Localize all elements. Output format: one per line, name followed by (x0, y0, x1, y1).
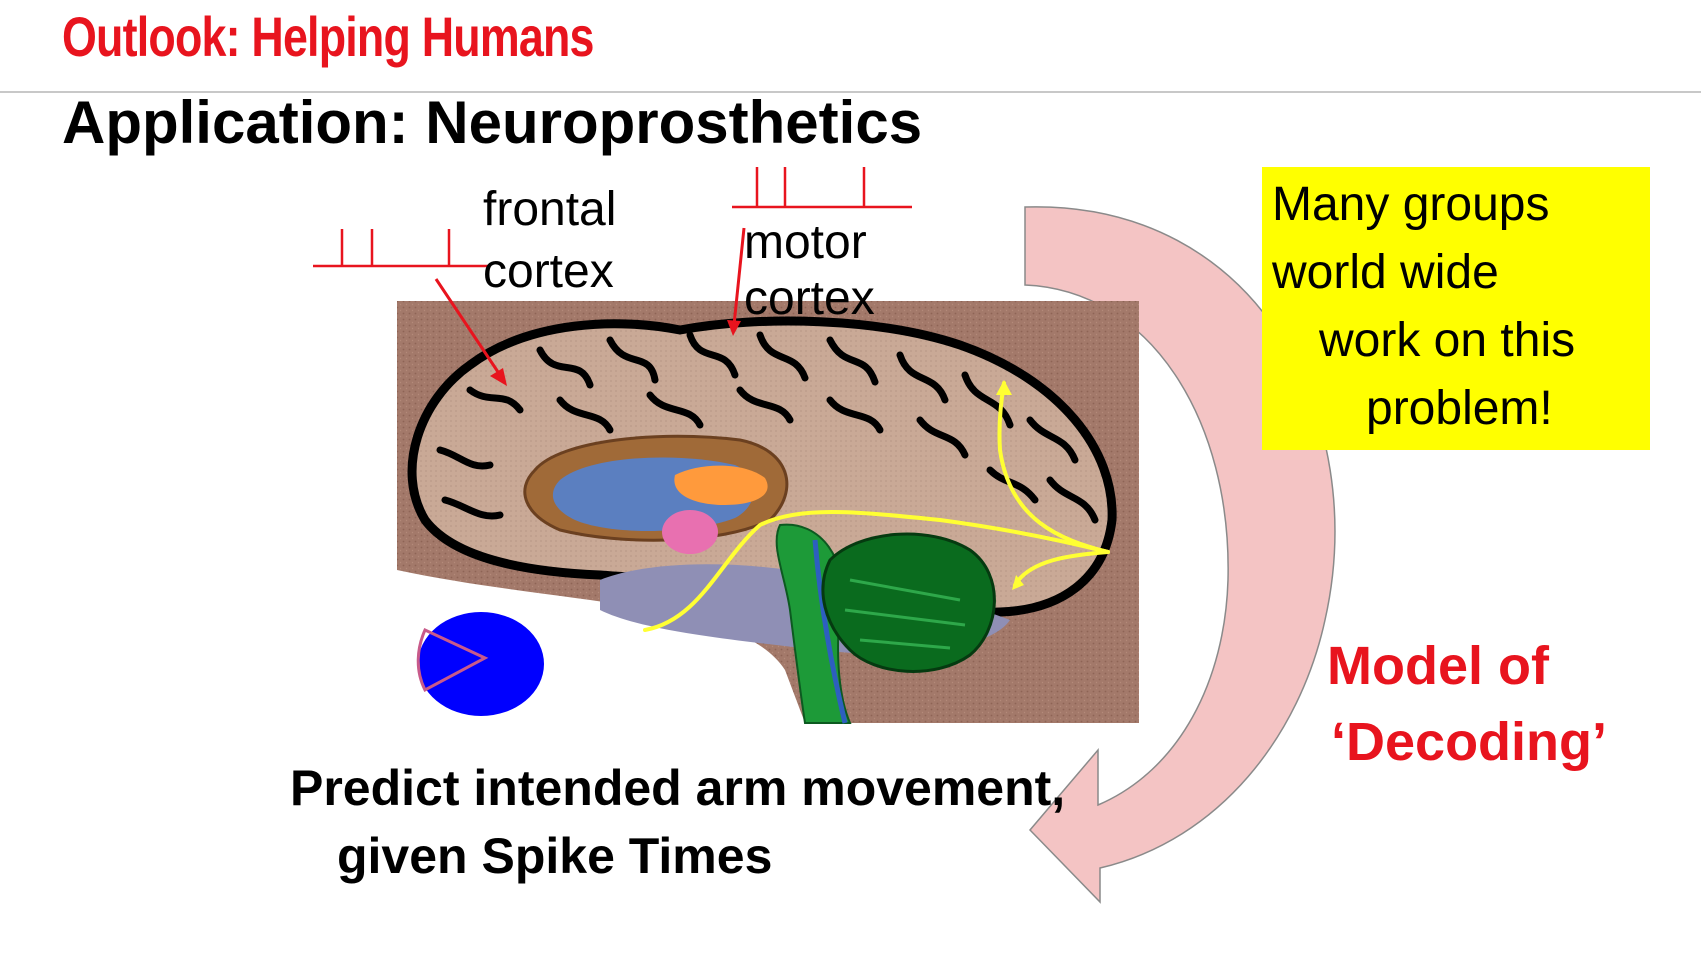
slide-title: Application: Neuroprosthetics (62, 89, 923, 156)
frontal-label-line1: frontal (483, 183, 617, 236)
prediction-line2: given Spike Times (337, 828, 773, 884)
header-divider (0, 91, 1701, 93)
model-line1: Model of (1327, 636, 1549, 696)
blue-ball-icon (416, 612, 544, 716)
model-line2: ‘Decoding’ (1331, 712, 1608, 772)
callout-line-3: work on this (1319, 314, 1576, 367)
callout-line-2: world wide (1272, 246, 1499, 299)
motor-cortex-label: motor cortex (744, 212, 875, 330)
prediction-text: Predict intended arm movement, given Spi… (290, 754, 1065, 890)
frontal-pointer-arrow (434, 278, 507, 386)
callout-box: Many groups world wide work on this prob… (1262, 167, 1650, 450)
frontal-label-line2: cortex (483, 245, 614, 298)
prediction-line1: Predict intended arm movement, (290, 760, 1066, 816)
callout-line-4: problem! (1366, 382, 1553, 435)
model-of-decoding-label: Model of ‘Decoding’ (1327, 628, 1607, 780)
motor-pointer-arrow (727, 227, 746, 336)
spike-train-icon (732, 167, 912, 209)
motor-label-line2: cortex (744, 272, 875, 325)
spike-train-icon (313, 229, 490, 268)
callout-line-1: Many groups (1272, 178, 1550, 231)
motor-label-line1: motor (744, 216, 867, 269)
header-title: Outlook: Helping Humans (62, 5, 594, 68)
frontal-cortex-label: frontal cortex (483, 179, 616, 303)
